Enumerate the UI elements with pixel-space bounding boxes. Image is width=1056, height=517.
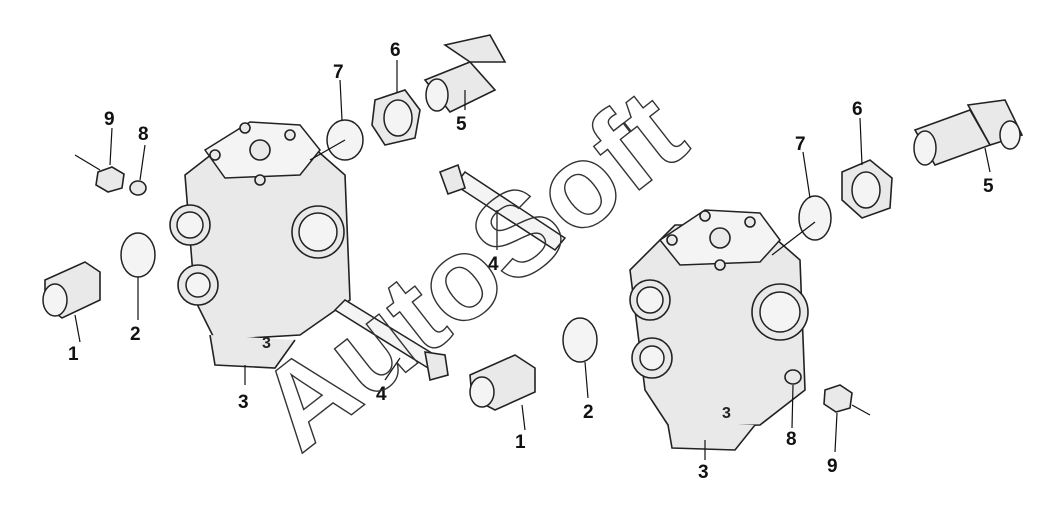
right-valve-body: 3: [629, 209, 809, 451]
right-fitting: [469, 354, 536, 411]
left-callout-7: 7: [333, 62, 344, 83]
right-callout-8: 8: [786, 429, 797, 450]
right-elbow-connector: [913, 99, 1024, 166]
left-washer: [129, 180, 147, 196]
left-elbow-connector: [423, 34, 507, 114]
right-callout-9: 9: [827, 456, 838, 477]
left-nut: [95, 166, 125, 193]
right-callout-6: 6: [852, 99, 863, 120]
left-valve-body: 3: [169, 121, 351, 369]
right-cast-mark: 3: [722, 405, 731, 422]
right-callout-3: 3: [698, 462, 709, 483]
right-callout-7: 7: [795, 134, 806, 155]
right-callout-2: 2: [583, 402, 594, 423]
left-callout-6: 6: [390, 40, 401, 61]
center-bolt: 4: [438, 163, 567, 275]
left-bolt: [333, 299, 449, 382]
left-assembly: 3: [42, 34, 507, 413]
left-callout-9: 9: [104, 109, 115, 130]
right-washer: [784, 369, 802, 385]
right-assembly: 3: [469, 99, 1024, 483]
right-o-ring: [798, 195, 832, 241]
left-callout-4: 4: [376, 384, 387, 405]
right-callout-5: 5: [983, 176, 994, 197]
right-lock-nut: [841, 159, 893, 219]
left-seal-ring: [120, 232, 156, 278]
left-cast-mark: 3: [262, 335, 271, 352]
left-lock-nut: [371, 89, 421, 146]
left-fitting: [42, 261, 101, 319]
left-callout-3: 3: [238, 392, 249, 413]
center-callout-4: 4: [488, 254, 499, 275]
right-seal-ring: [562, 317, 598, 363]
right-callout-1: 1: [515, 432, 526, 453]
left-callout-1: 1: [68, 344, 79, 365]
left-callout-2: 2: [130, 324, 141, 345]
right-nut: [823, 384, 853, 413]
left-callout-5: 5: [456, 114, 467, 135]
left-callout-8: 8: [138, 124, 149, 145]
